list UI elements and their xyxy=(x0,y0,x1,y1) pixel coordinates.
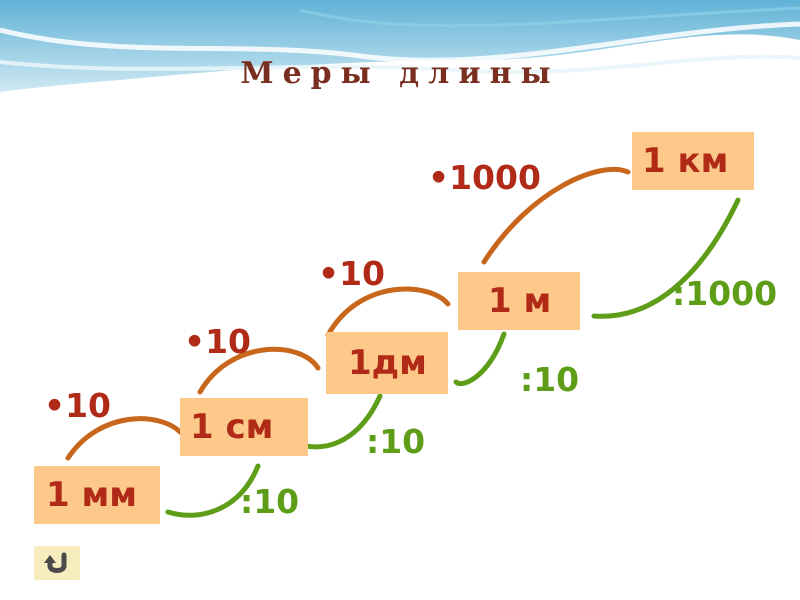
unit-label-m: 1 м xyxy=(488,281,551,321)
unit-label-dm: 1дм xyxy=(348,343,427,383)
multiply-label-mm-cm: •10 xyxy=(44,386,111,425)
unit-box-km: 1 км xyxy=(632,132,754,190)
unit-label-km: 1 км xyxy=(642,141,728,181)
unit-box-dm: 1дм xyxy=(326,332,448,394)
unit-label-mm: 1 мм xyxy=(46,475,137,515)
unit-box-cm: 1 см xyxy=(180,398,308,456)
unit-box-mm: 1 мм xyxy=(34,466,160,524)
divide-label-km-m: :1000 xyxy=(672,274,777,313)
arc-divide-m-dm xyxy=(456,334,504,384)
unit-label-cm: 1 см xyxy=(190,407,273,447)
back-button[interactable] xyxy=(34,546,80,580)
multiply-label-dm-m: •10 xyxy=(318,254,385,293)
divide-label-m-dm: :10 xyxy=(520,360,579,399)
arc-multiply-dm-m xyxy=(328,289,448,335)
multiply-label-m-km: •1000 xyxy=(428,158,541,197)
return-arrow-icon xyxy=(34,546,80,580)
divide-label-cm-mm: :10 xyxy=(240,482,299,521)
unit-box-m: 1 м xyxy=(458,272,580,330)
divide-label-dm-cm: :10 xyxy=(366,422,425,461)
multiply-label-cm-dm: •10 xyxy=(184,322,251,361)
